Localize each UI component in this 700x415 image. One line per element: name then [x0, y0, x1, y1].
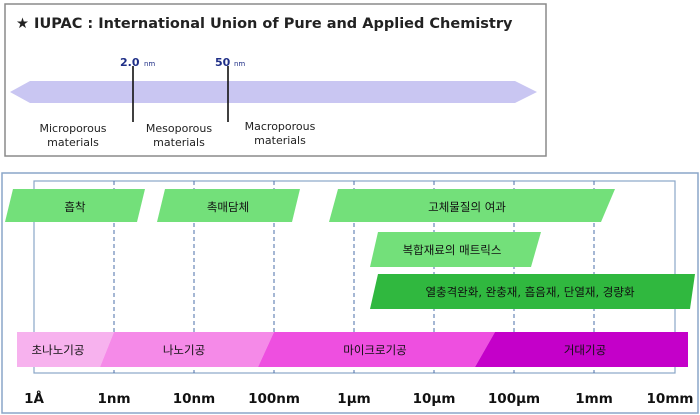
app-adsorption-bar	[5, 189, 145, 222]
tick-100um: 100μm	[488, 391, 540, 407]
iupac-panel	[4, 3, 547, 157]
tick-1mm: 1mm	[575, 391, 613, 407]
app-filtration-label: 고체물질의 여과	[428, 200, 506, 214]
marker-50nm-value: 50	[215, 56, 231, 69]
band-micro	[258, 332, 495, 367]
marker-2nm-unit: nm	[144, 60, 155, 68]
band-micro-label: 마이크로기공	[343, 343, 406, 357]
mesoporous-label-line1: Mesoporous	[146, 122, 212, 135]
macroporous-label-line1: Macroporous	[245, 120, 316, 133]
band-macro-label: 거대기공	[564, 343, 606, 357]
tick-1A: 1Å	[24, 390, 44, 407]
tick-1um: 1μm	[337, 391, 370, 407]
app-insulation-bar	[370, 274, 695, 309]
microporous-label-line1: Microporous	[39, 122, 106, 135]
tick-100nm: 100nm	[248, 391, 300, 407]
marker-50nm-unit: nm	[234, 60, 245, 68]
app-catalyst-label: 촉매담체	[207, 200, 249, 214]
tick-1nm: 1nm	[97, 391, 130, 407]
band-nano	[100, 332, 274, 367]
macroporous-label-line2: materials	[254, 134, 306, 147]
band-ultra-nano-label: 초나노기공	[32, 343, 85, 357]
tick-10nm: 10nm	[173, 391, 215, 407]
microporous-label-line2: materials	[47, 136, 99, 149]
band-nano-label: 나노기공	[163, 343, 205, 357]
app-composite-bar	[370, 232, 541, 267]
app-catalyst-bar	[157, 189, 300, 222]
mesoporous-label-line2: materials	[153, 136, 205, 149]
app-composite-label: 복합재료의 매트릭스	[403, 243, 502, 257]
app-adsorption-label: 흡착	[64, 200, 86, 214]
app-filtration-bar	[329, 189, 615, 222]
marker-2nm-value: 2.0	[120, 56, 140, 69]
scale-axis: 1Å 1nm 10nm 100nm 1μm 10μm 100μm 1mm 10m…	[24, 390, 693, 407]
iupac-title: ★ IUPAC : International Union of Pure an…	[16, 16, 513, 32]
band-ultra-nano	[17, 332, 114, 367]
band-macro	[475, 332, 688, 367]
tick-10mm: 10mm	[647, 391, 694, 407]
pore-size-band	[10, 81, 537, 103]
tick-10um: 10μm	[413, 391, 456, 407]
app-insulation-label: 열충격완화, 완충재, 흡음재, 단열재, 경량화	[425, 285, 635, 299]
